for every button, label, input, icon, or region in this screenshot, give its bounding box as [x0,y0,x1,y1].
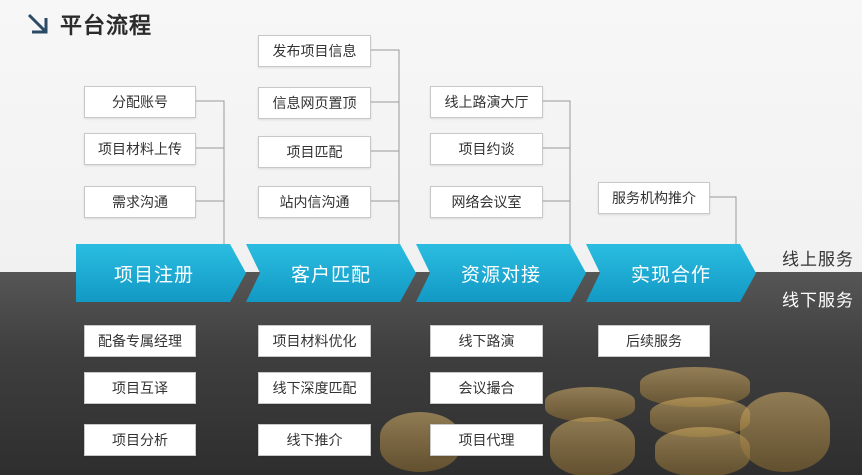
offline-item: 会议撮合 [430,372,543,404]
offline-item: 项目代理 [430,424,543,456]
online-item: 项目材料上传 [84,133,196,165]
online-item: 站内信沟通 [258,186,371,218]
online-item: 发布项目信息 [258,35,371,67]
offline-item: 配备专属经理 [84,325,196,357]
offline-item: 线下推介 [258,424,371,456]
stage-project-registration: 项目注册 [76,244,246,302]
stage-cooperation: 实现合作 [586,244,756,302]
online-item: 项目约谈 [430,133,543,165]
stage-client-matching: 客户匹配 [246,244,416,302]
online-service-label: 线上服务 [782,250,854,270]
offline-item: 线下路演 [430,325,543,357]
online-item: 信息网页置顶 [258,87,371,119]
page-title-group: 平台流程 [24,8,152,40]
offline-service-label: 线下服务 [782,291,854,311]
stage-resource-docking: 资源对接 [416,244,586,302]
page-title: 平台流程 [60,14,153,39]
online-item: 服务机构推介 [598,182,710,214]
offline-item: 项目分析 [84,424,196,456]
offline-item: 项目材料优化 [258,325,371,357]
online-item: 需求沟通 [84,186,196,218]
arrow-down-right-icon [27,13,48,34]
online-item: 分配账号 [84,86,196,118]
online-item: 项目匹配 [258,136,371,168]
online-item: 线上路演大厅 [430,86,543,118]
offline-item: 项目互译 [84,372,196,404]
online-item: 网络会议室 [430,186,543,218]
offline-item: 后续服务 [598,325,710,357]
offline-item: 线下深度匹配 [258,372,371,404]
